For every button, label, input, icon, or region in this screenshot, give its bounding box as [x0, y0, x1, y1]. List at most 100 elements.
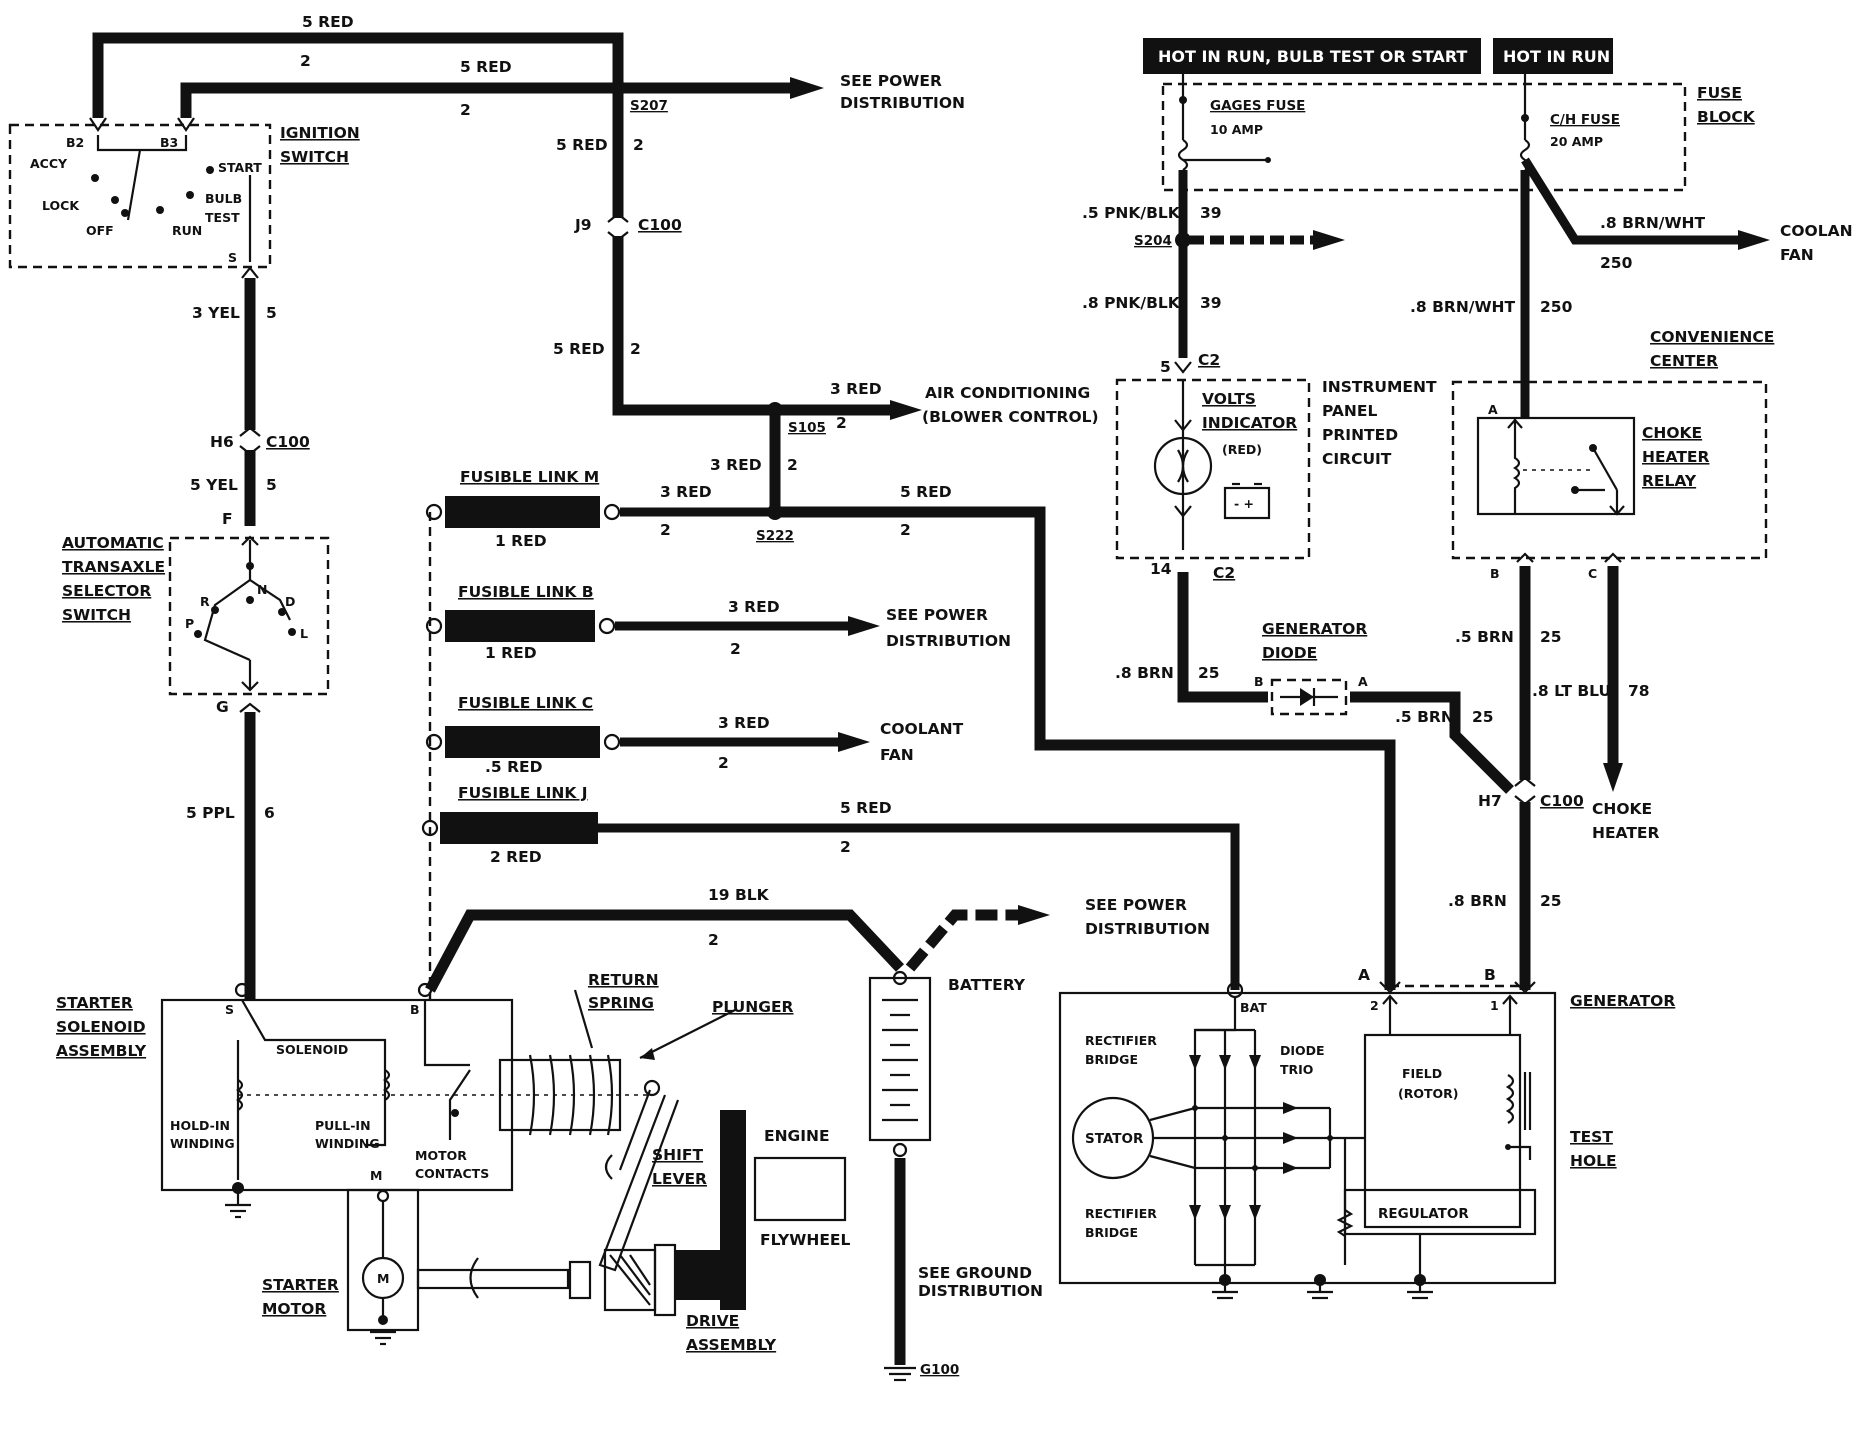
label-starter-motor-1: STARTER: [262, 1276, 339, 1294]
label-b2: B2: [66, 135, 84, 150]
gen-bat-bus: [1193, 996, 1237, 1265]
label-pull-in-winding: WINDING: [315, 1136, 380, 1151]
label-regulator: REGULATOR: [1378, 1206, 1469, 1222]
label-c100-a: C100: [638, 216, 682, 234]
gages-fuse-node: [1179, 96, 1187, 104]
label-flywheel: FLYWHEEL: [760, 1231, 851, 1249]
label-pnk-blk-a: .5 PNK/BLK: [1082, 204, 1181, 222]
instrument-panel-box: [1115, 378, 1311, 560]
label-plunger: PLUNGER: [712, 998, 794, 1016]
flywheel-ring-gear: [720, 1110, 746, 1310]
label-fl-c-num: 2: [718, 754, 729, 772]
label-c2-top-num: 5: [1160, 358, 1171, 376]
relay-coil: [1512, 418, 1521, 514]
label-5brn-a: .5 BRN: [1395, 708, 1454, 726]
label-3yel-num: 5: [266, 304, 277, 322]
label-relay-a: A: [1488, 402, 1498, 417]
drive-shaft: [416, 1268, 570, 1290]
trio-diode-3: [1283, 1162, 1298, 1174]
label-blower-control: (BLOWER CONTROL): [922, 408, 1099, 426]
ignition-switch: B2 B3 ACCY LOCK OFF RUN START BULB TEST …: [8, 117, 360, 269]
label-h7: H7: [1478, 792, 1502, 810]
label-solenoid-title: SOLENOID: [56, 1018, 146, 1036]
label-n: N: [257, 582, 267, 597]
pos-accy: [91, 174, 99, 182]
label-fl-c: FUSIBLE LINK C: [458, 694, 593, 712]
relay-b-arrow: [1516, 552, 1534, 563]
label-s207: S207: [630, 98, 668, 114]
wire-5red-outer: [92, 32, 624, 118]
label-d: D: [285, 594, 295, 609]
relay-c-arrow: [1604, 552, 1622, 563]
convenience-center-box: [1451, 380, 1768, 560]
label-relay-c: C: [1588, 566, 1597, 581]
ppl-wire-run: 5 PPL 6: [186, 702, 275, 1000]
pos-p: [194, 630, 202, 638]
fl-c-left-term: [425, 733, 443, 751]
label-start: START: [218, 160, 262, 175]
label-gen-1: 1: [1490, 998, 1499, 1013]
label-test: TEST: [1570, 1128, 1613, 1146]
label-heater: HEATER: [1642, 448, 1710, 466]
label-j9: J9: [574, 216, 592, 234]
splice-s204: [1175, 232, 1191, 248]
engine-box: [753, 1156, 847, 1222]
label-circuit: CIRCUIT: [1322, 450, 1392, 468]
regulator-box: [1343, 1188, 1537, 1236]
label-diode-trio-1: DIODE: [1280, 1043, 1325, 1058]
label-starter-motor-2: MOTOR: [262, 1300, 326, 1318]
label-inner-2: 2: [460, 101, 471, 119]
label-generator: GENERATOR: [1262, 620, 1367, 638]
fusible-link-c: [445, 726, 600, 758]
label-instrument: INSTRUMENT: [1322, 378, 1437, 396]
wire-8brn-a: [1177, 572, 1268, 703]
starter-solenoid: STARTER SOLENOID ASSEMBLY SOLENOID S B M…: [56, 982, 650, 1219]
label-diode-a: A: [1358, 674, 1368, 689]
label-choke: CHOKE: [1642, 424, 1702, 442]
transaxle-arrow-out: [241, 681, 259, 692]
solenoid-internal-wire: [241, 999, 387, 1147]
label-h6: H6: [210, 433, 234, 451]
label-gen-a: A: [1358, 966, 1370, 984]
motor-ground-node: [378, 1315, 388, 1325]
label-gages-fuse: GAGES FUSE: [1210, 98, 1305, 114]
fl-m-right-term: [603, 503, 621, 521]
relay-blade: [1592, 447, 1618, 491]
label-c2-top: C2: [1198, 351, 1220, 369]
motor-m-term: [376, 1189, 390, 1203]
gen-a-connector: [1379, 981, 1401, 994]
label-c100-b: C100: [266, 433, 310, 451]
label-8brn-b: .8 BRN: [1448, 892, 1507, 910]
label-l: L: [300, 626, 308, 641]
label-see-power-1a: SEE POWER: [840, 72, 942, 90]
label-switch-t: SWITCH: [62, 606, 131, 624]
label-fl-b-size: 1 RED: [485, 644, 537, 662]
label-fl-j-size: 2 RED: [490, 848, 542, 866]
return-spring-coils: [528, 1054, 614, 1136]
label-5red-a: 5 RED: [556, 136, 608, 154]
contact-blade: [448, 1069, 471, 1140]
label-switch: SWITCH: [280, 148, 349, 166]
pos-off: [121, 209, 129, 217]
label-5red-gen-num: 2: [900, 521, 911, 539]
label-fl-c-wire: 3 RED: [718, 714, 770, 732]
label-generator-title: GENERATOR: [1570, 992, 1675, 1010]
battery-pos-term: [892, 970, 908, 986]
label-s: S: [228, 250, 237, 265]
drive-collar: [568, 1260, 592, 1300]
label-motor-m: M: [377, 1271, 389, 1286]
label-gen-b: B: [1484, 966, 1496, 984]
pos-l: [288, 628, 296, 636]
label-b-term: B: [410, 1002, 420, 1017]
trio-node: [1327, 1135, 1333, 1141]
diode-5: [1219, 1205, 1231, 1220]
hot-headers: HOT IN RUN, BULB TEST OR START HOT IN RU…: [1143, 38, 1613, 74]
term-b: [417, 982, 433, 998]
center-red-feed: 5 RED 2 J9 C100 5 RED 2 3 RED AIR CONDIT…: [553, 88, 1099, 512]
transaxle-arc-right: [249, 579, 291, 621]
fl-m-left-term: [425, 503, 443, 521]
label-brn-wht-b-num: 250: [1540, 298, 1573, 316]
drive-pinion: [675, 1250, 720, 1300]
wire-5red-down-b: [612, 236, 775, 416]
label-gen-2: 2: [1370, 998, 1379, 1013]
